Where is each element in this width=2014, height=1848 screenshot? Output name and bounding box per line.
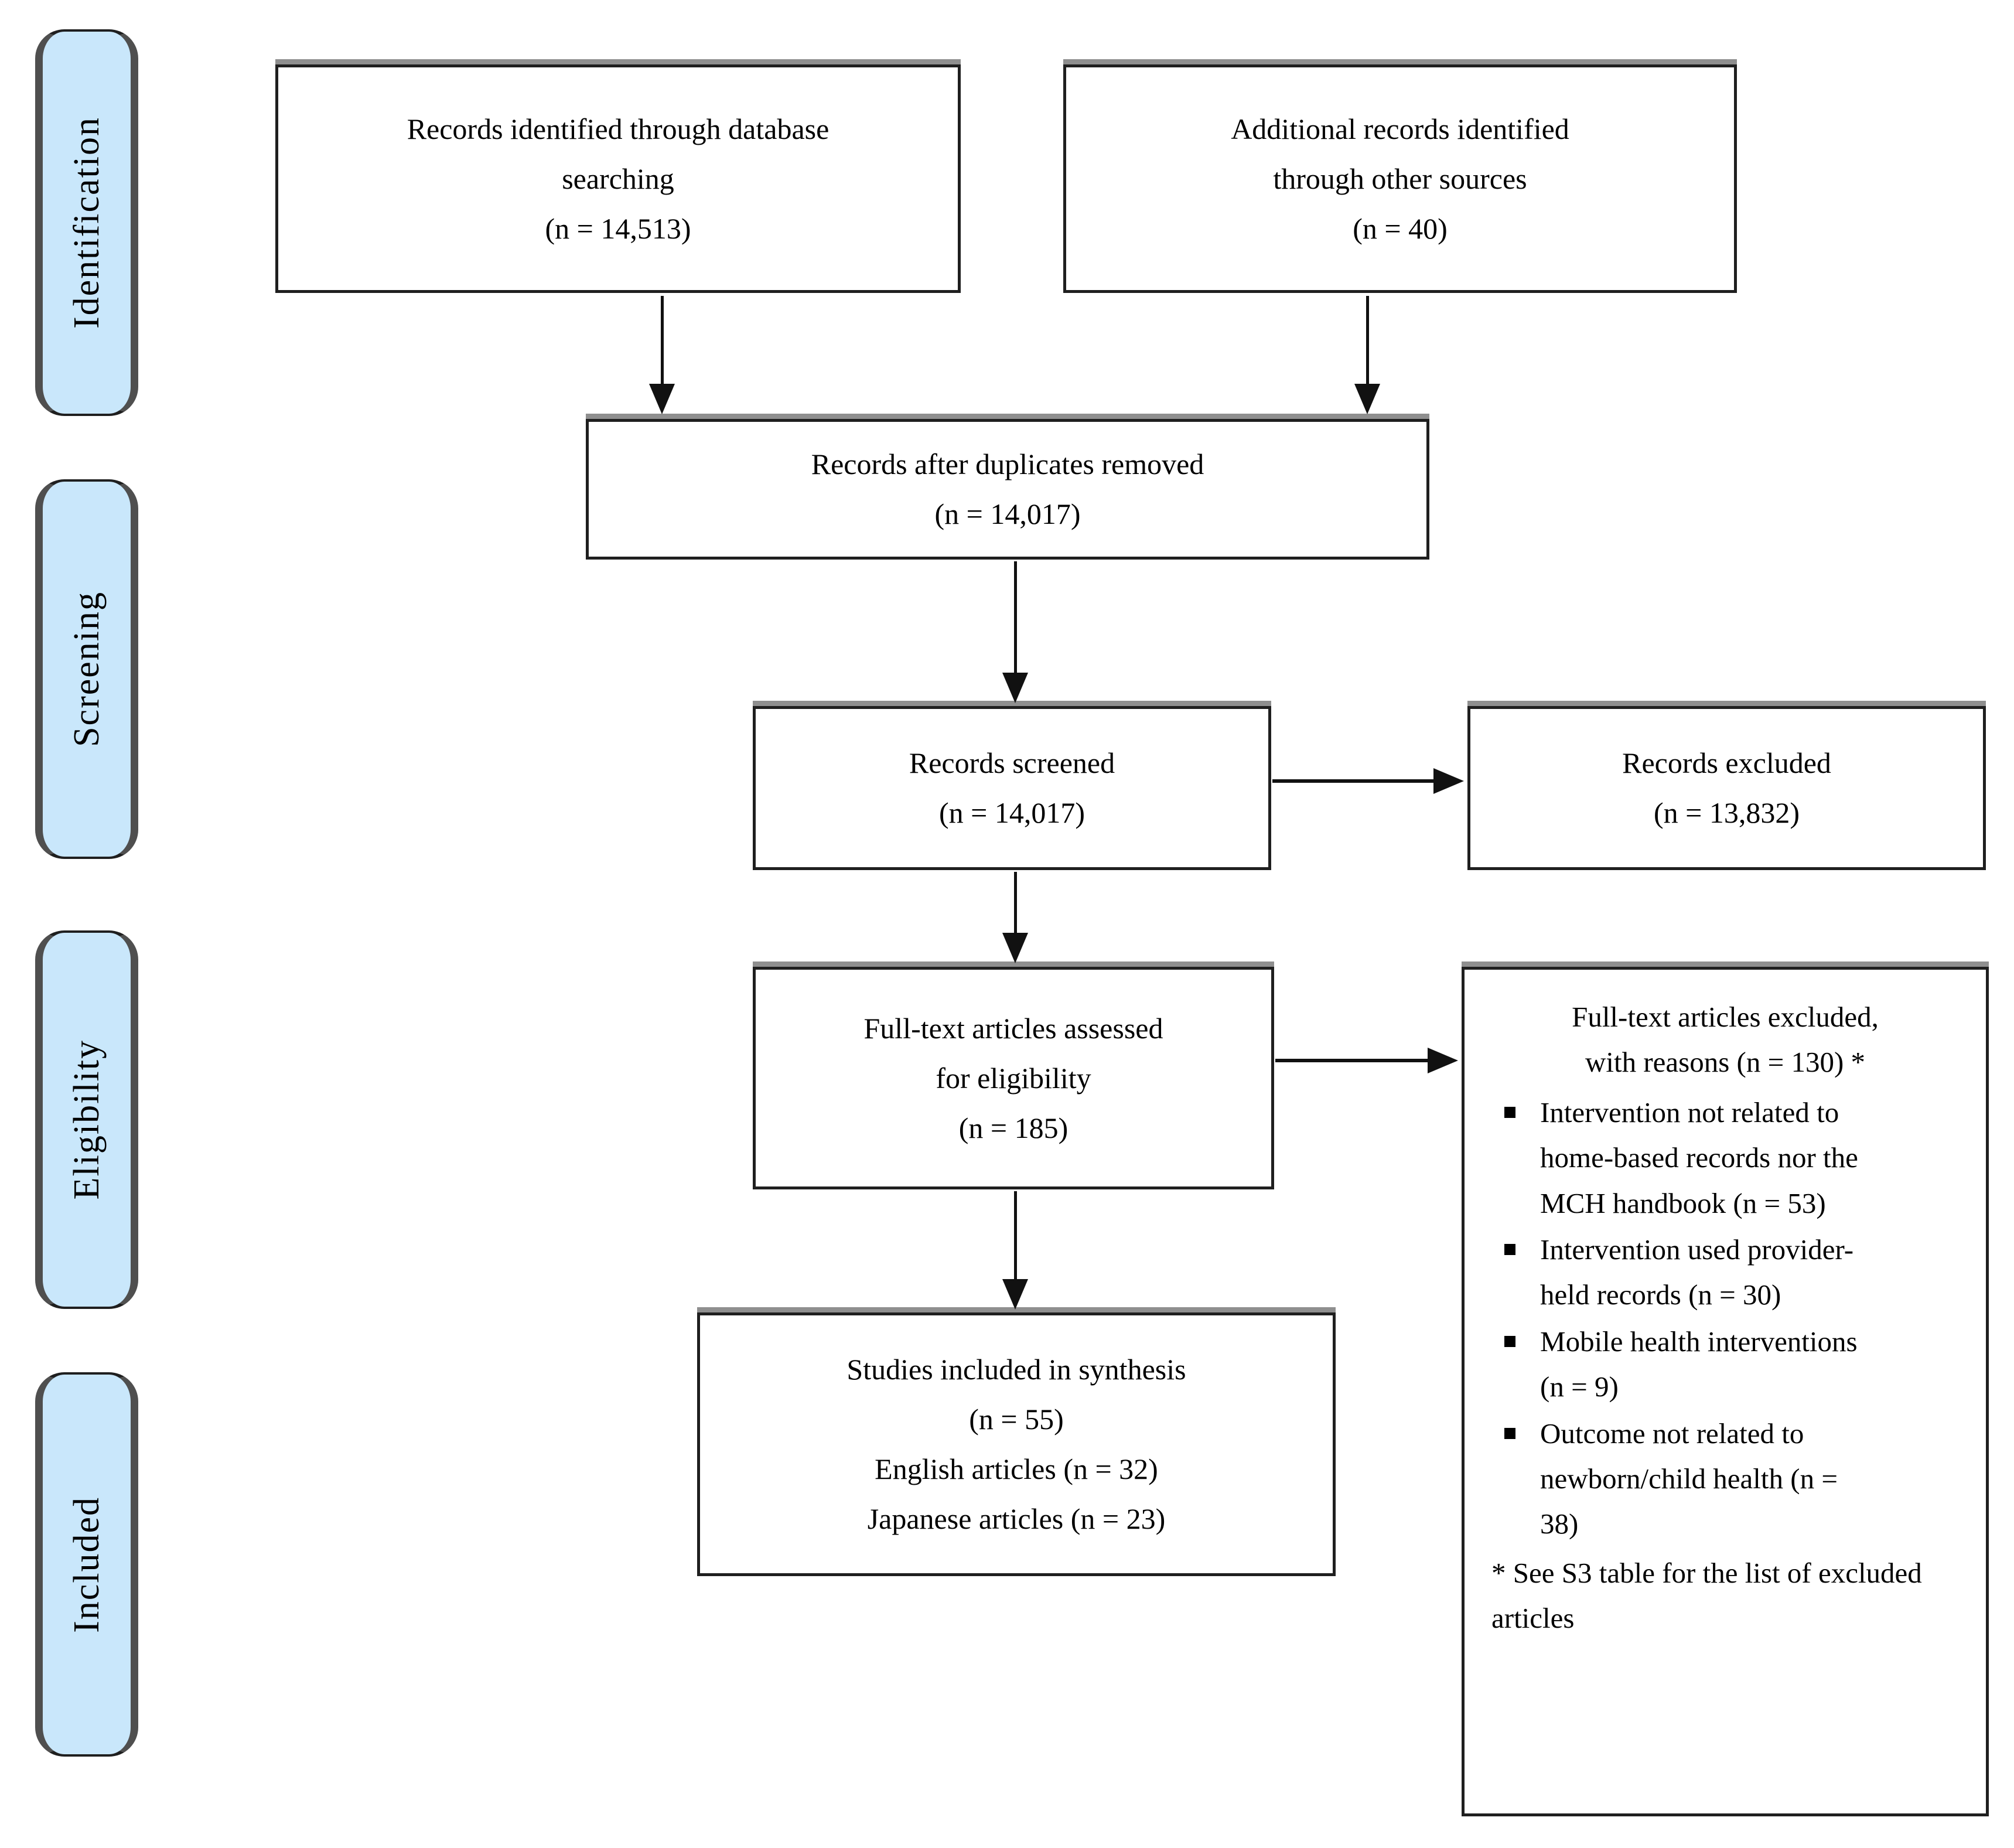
box-text-line: Records screened — [909, 746, 1115, 779]
arrowhead-down-icon — [1002, 933, 1028, 963]
exclusion-reason-list: Intervention not related to home-based r… — [1491, 1089, 1959, 1548]
box-text-line: (n = 185) — [958, 1111, 1069, 1144]
exclusion-reason-item: Intervention used provider-held records … — [1491, 1227, 1959, 1318]
arrow-line — [1014, 872, 1017, 933]
arrowhead-down-icon — [1354, 384, 1380, 414]
box-text-line: (n = 14,513) — [545, 212, 691, 245]
arrowhead-right-icon — [1433, 768, 1464, 794]
stage-screening: Screening — [35, 479, 138, 859]
box-text-line: Full-text articles excluded, — [1572, 1001, 1879, 1033]
arrow-line — [1014, 561, 1017, 673]
box-text-line: with reasons (n = 130) * — [1585, 1046, 1866, 1079]
square-bullet-icon — [1504, 1244, 1515, 1256]
exclusion-footnote: * See S3 table for the list of excluded … — [1491, 1556, 1922, 1635]
box-studies-included: Studies included in synthesis (n = 55) E… — [697, 1312, 1336, 1576]
exclusion-reason-item: Outcome not related to newborn/child hea… — [1491, 1411, 1959, 1547]
stage-identification: Identification — [35, 29, 138, 416]
stage-eligibility-label: Eligibility — [66, 1039, 107, 1200]
stage-screening-label: Screening — [66, 591, 107, 747]
box-text-line: Japanese articles (n = 23) — [867, 1502, 1166, 1535]
stage-included-label: Included — [66, 1496, 107, 1633]
stage-identification-label: Identification — [66, 117, 107, 329]
box-text-line: (n = 55) — [969, 1403, 1064, 1436]
box-fulltext-excluded-reasons: Full-text articles excluded, with reason… — [1462, 967, 1989, 1816]
box-records-identified: Records identified through database sear… — [275, 64, 961, 293]
arrow-line — [1366, 296, 1369, 384]
box-text-line: through other sources — [1273, 162, 1527, 195]
square-bullet-icon — [1504, 1427, 1515, 1439]
box-text-line: (n = 14,017) — [934, 497, 1081, 530]
exclusion-reason-text: Intervention used provider-held records … — [1540, 1233, 1854, 1311]
exclusion-reason-text: Mobile health interventions (n = 9) — [1540, 1325, 1858, 1403]
box-text-line: (n = 14,017) — [939, 796, 1085, 829]
arrowhead-down-icon — [1002, 673, 1028, 703]
box-records-screened: Records screened (n = 14,017) — [753, 706, 1271, 870]
square-bullet-icon — [1504, 1335, 1515, 1347]
box-additional-records: Additional records identified through ot… — [1063, 64, 1737, 293]
arrowhead-right-icon — [1428, 1048, 1458, 1073]
stage-included: Included — [35, 1372, 138, 1757]
exclusion-reason-text: Outcome not related to newborn/child hea… — [1540, 1417, 1838, 1540]
stage-eligibility: Eligibility — [35, 930, 138, 1309]
arrow-line — [661, 296, 664, 384]
square-bullet-icon — [1504, 1106, 1515, 1118]
box-text-line: Studies included in synthesis — [846, 1353, 1186, 1386]
arrow-line — [1275, 1059, 1428, 1062]
box-records-excluded: Records excluded (n = 13,832) — [1467, 706, 1986, 870]
exclusion-title: Full-text articles excluded, with reason… — [1491, 994, 1959, 1085]
exclusion-reason-text: Intervention not related to home-based r… — [1540, 1096, 1858, 1219]
box-text-line: Full-text articles assessed — [863, 1011, 1163, 1045]
arrow-line — [1272, 779, 1433, 783]
box-text-line: Records excluded — [1622, 746, 1831, 779]
box-fulltext-assessed: Full-text articles assessed for eligibil… — [753, 967, 1274, 1189]
box-text-line: English articles (n = 32) — [875, 1453, 1158, 1485]
box-duplicates-removed: Records after duplicates removed (n = 14… — [586, 419, 1429, 560]
box-text-line: (n = 13,832) — [1654, 796, 1800, 829]
box-text-line: Additional records identified — [1231, 112, 1569, 145]
box-text-line: Records after duplicates removed — [811, 448, 1204, 480]
box-text-line: searching — [562, 162, 674, 195]
exclusion-reason-item: Mobile health interventions (n = 9) — [1491, 1319, 1959, 1410]
arrowhead-down-icon — [1002, 1279, 1028, 1310]
arrowhead-down-icon — [649, 384, 675, 414]
exclusion-reason-item: Intervention not related to home-based r… — [1491, 1090, 1959, 1226]
box-text-line: for eligibility — [936, 1061, 1091, 1095]
box-text-line: (n = 40) — [1353, 212, 1448, 245]
arrow-line — [1014, 1191, 1017, 1279]
box-text-line: Records identified through database — [407, 112, 830, 145]
